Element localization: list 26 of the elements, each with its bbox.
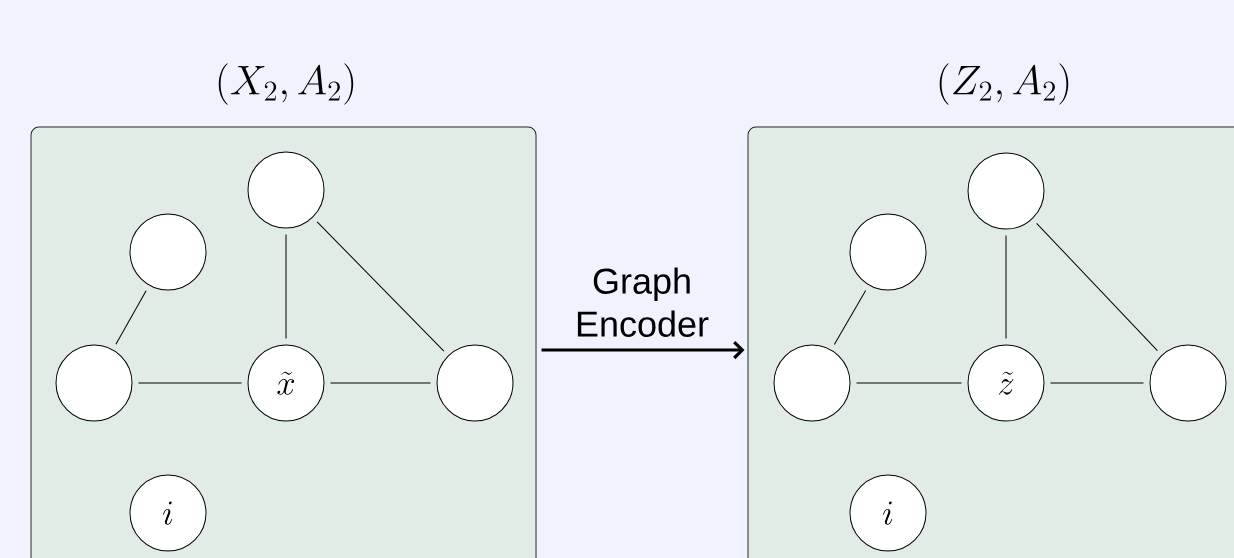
graph-node [129,213,207,291]
graph-edge [138,382,242,384]
edge-label: Graph Encoder [577,267,709,337]
graph-edge [285,234,287,339]
graph-node [773,344,851,422]
panel-title: $(X_2, A_2)$ [218,63,354,105]
graph-edge [1036,222,1158,352]
graph-edge [115,290,147,345]
graph-edge [1005,235,1007,339]
graph-node [55,344,133,422]
graph-edge [856,382,962,384]
graph-edge [330,382,431,384]
graph-edge [833,290,867,345]
graph-node [436,344,514,422]
labeled-graph-node: $i$ [849,474,927,552]
graph-node [967,152,1045,230]
graph-node [849,213,927,291]
graph-edge [1050,382,1144,384]
panel-title: $(Z_2, A_2)$ [939,63,1069,105]
graph-edge [316,221,445,352]
arrow [541,340,745,360]
labeled-graph-node: $\tilde{x}$ [247,344,325,422]
graph-node [1149,344,1227,422]
labeled-graph-node: $i$ [129,474,207,552]
graph-node [247,151,325,229]
labeled-graph-node: $\tilde{z}$ [967,344,1045,422]
